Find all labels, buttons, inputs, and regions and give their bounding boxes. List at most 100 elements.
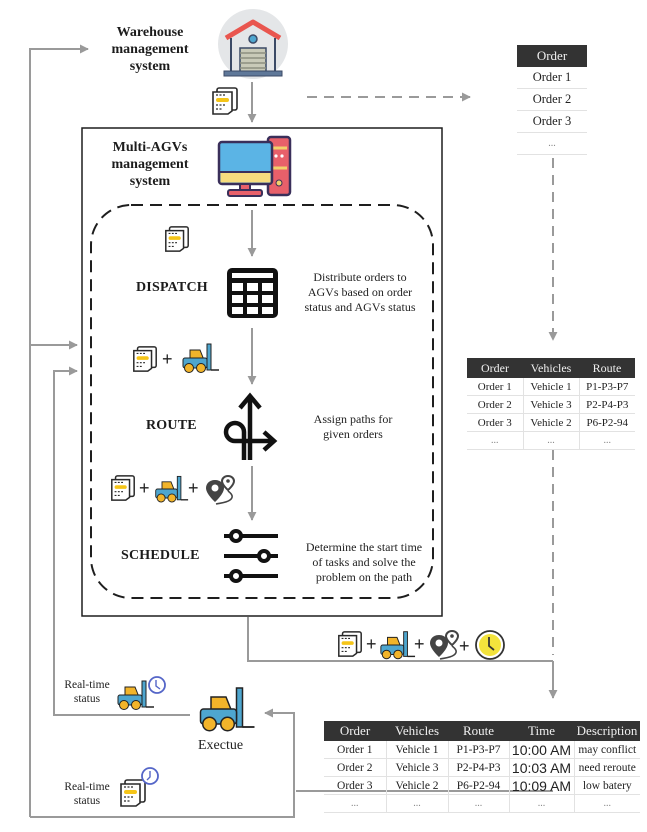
warehouse-title: Warehouse management system [95,24,205,75]
route-arrows-icon [223,392,278,460]
order-document-icon [133,346,157,372]
desc-line: Distribute orders to [313,270,407,284]
status-line: Real-time [64,679,110,691]
desc-line: AGVs based on order [307,285,413,299]
plus-sign: + [414,634,425,654]
dispatch-label: DISPATCH [136,280,208,295]
forklift-icon [380,631,416,660]
table-cell: Vehicle 1 [386,741,449,759]
orders-table: Order Order 1 Order 2 Order 3 ... [517,45,587,155]
feedback-line-warehouse [29,44,89,817]
route-label: ROUTE [146,418,197,433]
grid-table-icon [227,268,278,318]
route-table-header: Route [579,358,635,378]
table-cell: P1-P3-P7 [579,378,635,396]
schedule-table: Order Vehicles Route Time Description Or… [324,721,640,813]
warehouse-title-line: system [129,59,171,74]
warehouse-title-line: management [111,42,189,57]
table-row: Order 2 [517,88,587,111]
schedule-table-header: Route [448,721,509,741]
order-document-icon [111,475,135,501]
schedule-table-header: Vehicles [386,721,448,741]
schedule-table-header: Time [509,721,574,741]
map-pin-path-icon [430,629,460,660]
table-cell: ... [523,431,580,450]
table-cell: 10:00 AM [509,741,575,759]
table-row: ............... [324,794,640,813]
table-cell: Vehicle 3 [523,395,580,414]
table-cell: P2-P4-P3 [579,395,635,414]
schedule-description: Determine the start time of tasks and so… [290,540,438,585]
table-cell: Order 2 [517,88,587,111]
desc-line: Determine the start time [305,540,423,554]
feedback-line-vehicle-status [53,366,190,716]
forklift-icon [199,687,255,732]
forklift-clock-icon [117,676,166,710]
desc-line: problem on the path [315,570,413,584]
table-row: Order 3 [517,110,587,133]
table-cell: Vehicle 1 [523,378,580,396]
clock-icon [475,630,505,660]
table-cell: 10:03 AM [509,758,575,777]
table-cell: Order 2 [324,758,387,777]
table-cell: ... [324,794,387,813]
table-cell: 10:09 AM [509,776,575,795]
table-cell: ... [579,431,635,450]
warehouse-title-line: Warehouse [116,25,184,40]
order-status-line [30,708,295,818]
plus-sign: + [366,634,377,654]
table-cell: ... [509,794,575,813]
orders-table-header: Order [517,45,587,67]
table-cell: low batery [574,776,640,795]
document-clock-icon [120,767,159,807]
table-cell: P6-P2-94 [579,413,635,432]
table-cell: Order 1 [517,67,587,89]
table-cell: ... [467,431,524,450]
forklift-icon [155,475,189,503]
sliders-icon [224,529,278,583]
table-cell: Order 2 [467,395,524,414]
plus-sign: + [139,478,150,498]
schedule-output-line [247,617,553,662]
table-cell: ... [386,794,449,813]
desc-line: given orders [323,427,383,441]
schedule-label: SCHEDULE [121,548,200,563]
table-cell: Vehicle 2 [523,413,580,432]
route-description: Assign paths for given orders [298,412,408,442]
table-cell: may conflict [574,741,640,759]
plus-sign: + [459,636,470,656]
process-dashed-box [90,204,434,599]
desc-line: Assign paths for [313,412,393,426]
plus-sign: + [162,349,173,369]
dispatch-description: Distribute orders to AGVs based on order… [285,270,435,315]
status-line: status [73,795,101,807]
desc-line: status and AGVs status [304,300,416,314]
agv-title-line: management [111,157,189,172]
order-document-icon [165,226,189,252]
table-cell: ... [574,794,640,813]
order-realtime-status-label: Real-time status [58,780,116,808]
order-document-icon [338,631,362,657]
table-cell: need reroute [574,758,640,777]
table-cell: Order 3 [324,776,387,795]
agv-system-box [81,127,443,617]
table-cell: Order 1 [467,378,524,396]
table-cell: P1-P3-P7 [448,741,510,759]
agv-title-line: system [129,174,171,189]
computer-icon [217,135,292,197]
route-table-header: Order [467,358,523,378]
table-cell: Order 1 [324,741,387,759]
route-table-header: Vehicles [523,358,579,378]
execute-label: Exectue [198,738,244,753]
status-line: status [73,693,101,705]
schedule-table-header: Description [574,721,640,741]
table-cell: Order 3 [467,413,524,432]
